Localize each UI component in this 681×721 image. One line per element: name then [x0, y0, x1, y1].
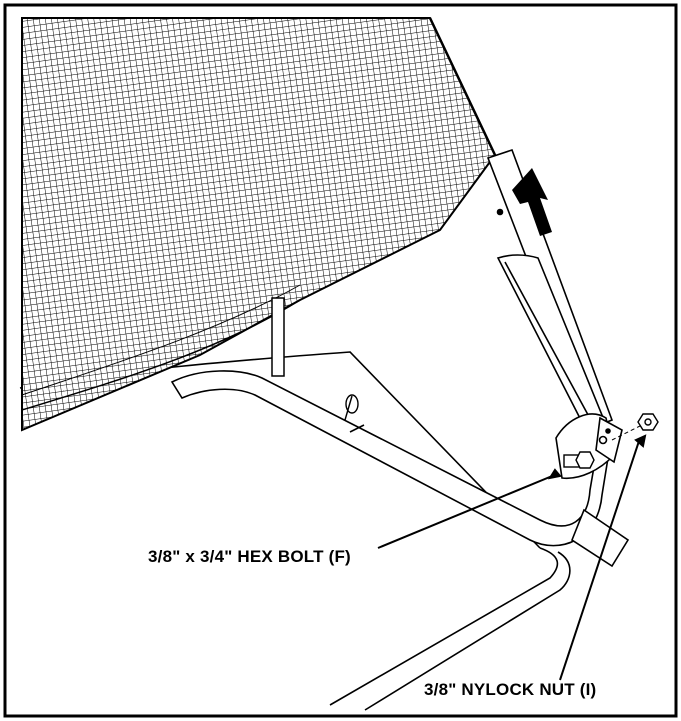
mesh-net-icon: [21, 17, 497, 432]
hex-bolt-icon: [563, 451, 595, 469]
hex-bolt-callout: 3/8" x 3/4" HEX BOLT (F): [148, 547, 351, 566]
lynch-pin-icon: [344, 394, 359, 421]
arrow-up-icon: [512, 168, 552, 236]
nylock-nut-icon: [637, 413, 659, 431]
alignment-line: [611, 425, 641, 441]
nylock-nut-callout: 3/8" NYLOCK NUT (I): [424, 680, 597, 699]
upright-post-icon: [486, 148, 614, 432]
leg-stub: [571, 508, 630, 568]
tube-frame-icon: [170, 370, 609, 547]
net-support-post: [271, 297, 285, 377]
diagram-border: [3, 3, 678, 718]
leader-lines: [377, 434, 647, 681]
